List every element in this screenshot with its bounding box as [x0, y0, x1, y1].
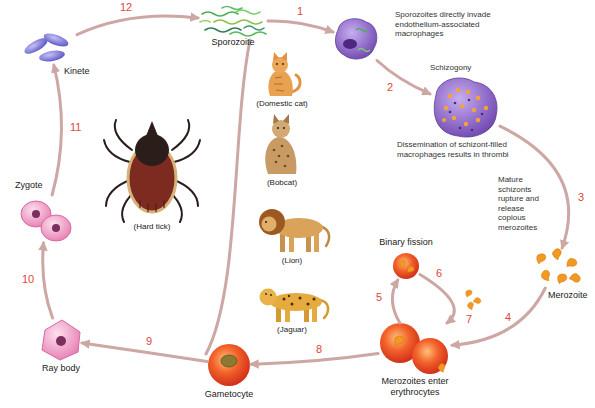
cycle-arrow [268, 21, 333, 32]
stage-name: Kinete [64, 66, 104, 77]
stage-name: Binary fission [366, 237, 446, 248]
domestic-cat-drawing [268, 52, 300, 96]
macrophage-stage: Sporozoites directly invade endothelium-… [333, 18, 377, 62]
host-bobcat: (Bobcat) [262, 118, 302, 176]
free-merozoites-drawing [465, 289, 482, 310]
host-name: (Jaguar) [252, 325, 332, 335]
cycle-arrow [82, 343, 207, 362]
kinete-stage: Kinete [22, 30, 77, 65]
host-lion: (Lion) [255, 206, 330, 254]
sporozoite-drawing [200, 7, 266, 37]
erythrocyte-drawing [380, 323, 448, 374]
stage-description: Sporozoites directly invade endothelium-… [395, 10, 520, 39]
cycle-arrow [251, 354, 378, 365]
step-number: 12 [120, 2, 132, 13]
stage-name: Merozoite [548, 290, 595, 301]
macrophage-drawing [336, 19, 377, 59]
cycle-arrow [420, 275, 454, 324]
kinete-drawing [22, 31, 70, 63]
host-vector-divider [206, 40, 250, 354]
host-name: (Lion) [252, 256, 332, 266]
zygote-stage: Zygote [18, 195, 73, 243]
ray-body-drawing [42, 320, 80, 360]
jaguar-drawing [260, 289, 329, 323]
gametocyte-stage: Gametocyte [207, 343, 251, 387]
sporozoite-stage: Sporozoite [198, 8, 268, 36]
gametocyte-drawing [208, 344, 250, 386]
cycle-arrow [452, 288, 545, 345]
cycle-arrow [377, 61, 430, 94]
stage-name: Ray body [21, 363, 101, 374]
step-number: 5 [376, 292, 382, 303]
vector-hard-tick: (Hard tick) [115, 118, 190, 220]
step-number: 3 [578, 192, 584, 203]
step-number: 10 [22, 274, 34, 285]
zygote-drawing [21, 201, 71, 241]
step-number: 1 [297, 6, 303, 17]
ray-body-stage: Ray body [40, 318, 82, 362]
host-name: (Hard tick) [112, 222, 192, 232]
step-number: 11 [70, 122, 81, 133]
step-number: 9 [146, 336, 152, 347]
step-number: 6 [436, 268, 442, 279]
callout-number: 7 [466, 314, 478, 325]
binary-fission-drawing [393, 253, 419, 279]
lion-drawing [259, 209, 329, 252]
merozoite-drawing [536, 248, 581, 285]
schizont-macrophage-drawing [434, 78, 497, 137]
host-domestic-cat: (Domestic cat) [262, 54, 302, 98]
binary-fission-stage: Binary fission [392, 252, 420, 280]
stage-description: Dissemination of schizont-filled macroph… [397, 140, 515, 159]
step-number: 2 [387, 82, 393, 93]
erythrocyte-stage: Merozoites enter erythrocytes [378, 323, 452, 373]
cycle-arrow [52, 65, 61, 195]
merozoite-stage: Merozoite [530, 248, 580, 288]
stage-name: Sporozoite [198, 37, 268, 48]
cycle-arrow [392, 280, 400, 323]
step-number: 8 [316, 344, 322, 355]
stage-name: Zygote [15, 180, 55, 191]
step-number: 4 [505, 312, 511, 323]
stage-name: Merozoites enter erythrocytes [375, 376, 455, 398]
host-name: (Bobcat) [242, 178, 322, 188]
process-description: Mature schizonts rupture and release cop… [498, 175, 552, 233]
hard-tick-drawing [104, 120, 200, 222]
bobcat-drawing [265, 114, 296, 174]
cycle-arrow [77, 16, 198, 35]
stage-name: Gametocyte [189, 389, 269, 400]
schizont-stage: Dissemination of schizont-filled macroph… [430, 78, 500, 140]
cycle-arrow [43, 243, 53, 318]
host-jaguar: (Jaguar) [256, 284, 328, 324]
host-name: (Domestic cat) [242, 99, 322, 109]
process-label: Schizogony [430, 63, 500, 73]
